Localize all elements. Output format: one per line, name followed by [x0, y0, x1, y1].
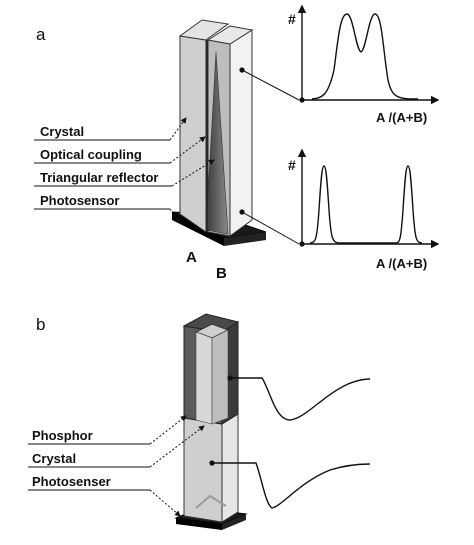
label-photosensor-b: Photosenser — [32, 474, 111, 489]
callout-arrow-crystal-b — [149, 425, 205, 468]
callout-arrow-photosensor-b — [149, 489, 181, 517]
crystal-core-side — [211, 329, 229, 425]
plot-top-x-label: A /(A+B) — [376, 110, 427, 125]
phoswich-detector-diagram — [174, 313, 248, 530]
phosphor-signal-pulse — [230, 377, 371, 421]
plot-bottom-origin-dot — [299, 241, 305, 247]
crystal-b-top — [206, 25, 254, 45]
callout-arrow-phosphor — [149, 415, 187, 445]
label-optical-coupling: Optical coupling — [40, 147, 142, 162]
label-crystal-b: Crystal — [32, 451, 76, 466]
plot-top: # A /(A+B) — [288, 4, 440, 125]
triangular-reflector — [205, 51, 229, 235]
crystal-b-label: B — [216, 265, 227, 282]
plot-top-y-label: # — [288, 11, 296, 27]
photosensor-plate-front — [224, 232, 266, 246]
plot-bottom-x-label: A /(A+B) — [376, 256, 427, 271]
panel-b-callouts: Phosphor Crystal Photosenser — [28, 415, 205, 517]
label-triangular-reflector: Triangular reflector — [40, 170, 158, 185]
crystal-a-label: A — [186, 249, 197, 266]
crystal-bottom-edge-highlight — [195, 494, 227, 509]
photosensor-plate-side — [172, 212, 224, 246]
callout-arrow-crystal — [169, 117, 187, 141]
crystal-b-side — [229, 29, 253, 237]
leader-to-bottom-plot — [241, 211, 300, 245]
callout-arrow-photosensor — [169, 208, 181, 223]
plot-top-origin-dot — [299, 97, 305, 103]
photosensor-base-front — [222, 514, 246, 530]
plot-bottom: # A /(A+B) — [288, 148, 440, 271]
label-crystal: Crystal — [40, 124, 84, 139]
panel-a-label: a — [36, 25, 46, 44]
crystal-core-front — [195, 331, 213, 425]
label-photosensor: Photosensor — [40, 193, 119, 208]
plot-top-curve — [311, 13, 419, 100]
leader-to-top-plot — [241, 69, 300, 101]
crystal-pair-diagram — [171, 19, 267, 246]
callout-arrow-triangular-reflector — [171, 159, 215, 187]
crystal-signal-pulse — [212, 462, 371, 509]
label-phosphor: Phosphor — [32, 428, 93, 443]
crystal-a-front — [179, 35, 207, 233]
panel-b-label: b — [36, 315, 45, 334]
plot-bottom-y-label: # — [288, 157, 296, 173]
plot-bottom-curve — [309, 165, 423, 244]
crystal-a-top — [178, 19, 230, 41]
crystal-front-face — [183, 417, 223, 523]
callout-arrow-optical-coupling — [169, 136, 206, 164]
photosensor-base-side — [176, 518, 222, 530]
panel-a-callouts: Crystal Optical coupling Triangular refl… — [34, 117, 215, 223]
